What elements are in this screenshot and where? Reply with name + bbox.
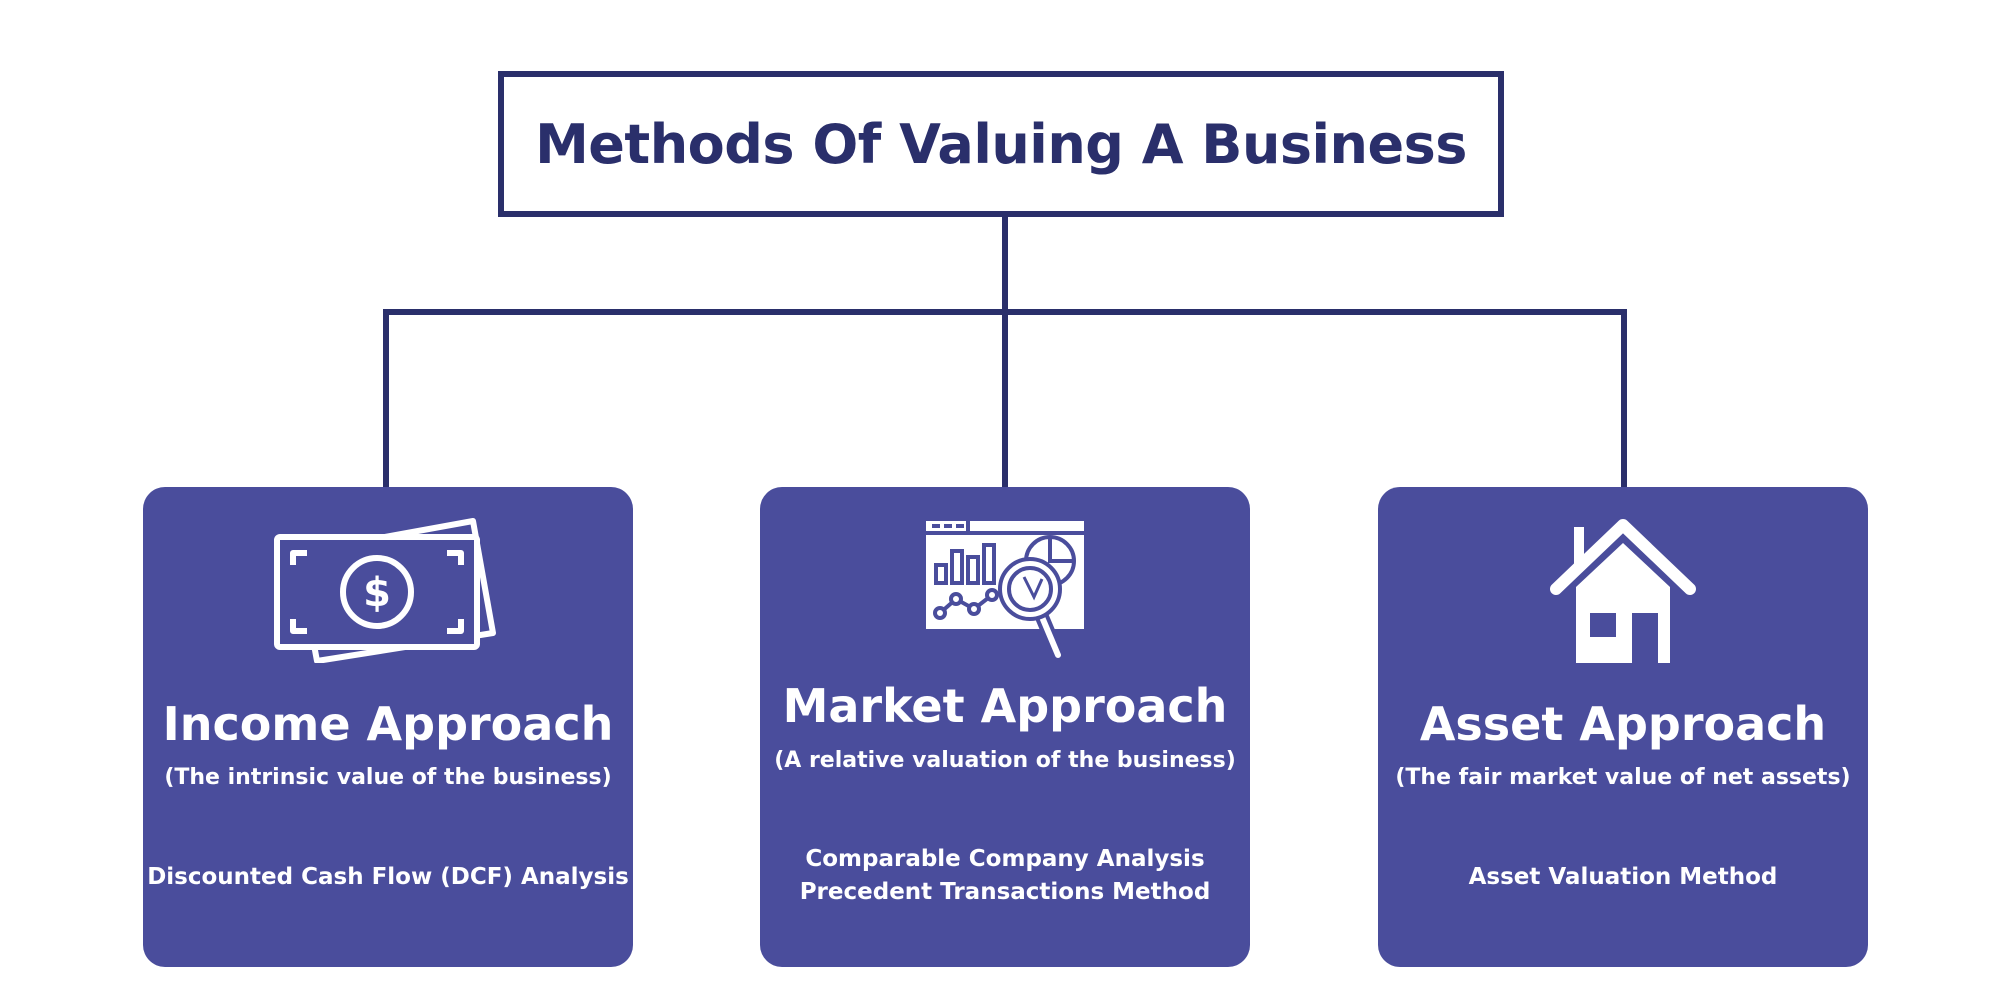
card-subheading: (The intrinsic value of the business) [164, 765, 612, 790]
card-market-approach: Market Approach (A relative valuation of… [760, 487, 1250, 967]
card-subheading: (A relative valuation of the business) [774, 748, 1236, 773]
title-box: Methods Of Valuing A Business [498, 71, 1504, 217]
card-methods: Discounted Cash Flow (DCF) Analysis [143, 861, 633, 894]
card-heading: Income Approach [162, 697, 614, 751]
card-asset-approach: Asset Approach (The fair market value of… [1378, 487, 1868, 967]
method-item: Precedent Transactions Method [799, 879, 1211, 905]
card-methods: Comparable Company Analysis Precedent Tr… [760, 843, 1250, 909]
method-item: Comparable Company Analysis [805, 846, 1205, 872]
house-icon [1378, 517, 1868, 667]
card-income-approach: $ Income Approach (The intrinsic value o… [143, 487, 633, 967]
card-heading: Asset Approach [1419, 697, 1827, 751]
cash-icon: $ [143, 513, 633, 663]
card-subheading: (The fair market value of net assets) [1395, 765, 1851, 790]
method-item: Discounted Cash Flow (DCF) Analysis [147, 864, 629, 890]
market-analysis-icon [760, 517, 1250, 667]
diagram-title: Methods Of Valuing A Business [535, 112, 1467, 176]
method-item: Asset Valuation Method [1468, 864, 1778, 890]
card-heading: Market Approach [782, 679, 1228, 733]
card-methods: Asset Valuation Method [1378, 861, 1868, 894]
svg-text:$: $ [363, 570, 391, 616]
